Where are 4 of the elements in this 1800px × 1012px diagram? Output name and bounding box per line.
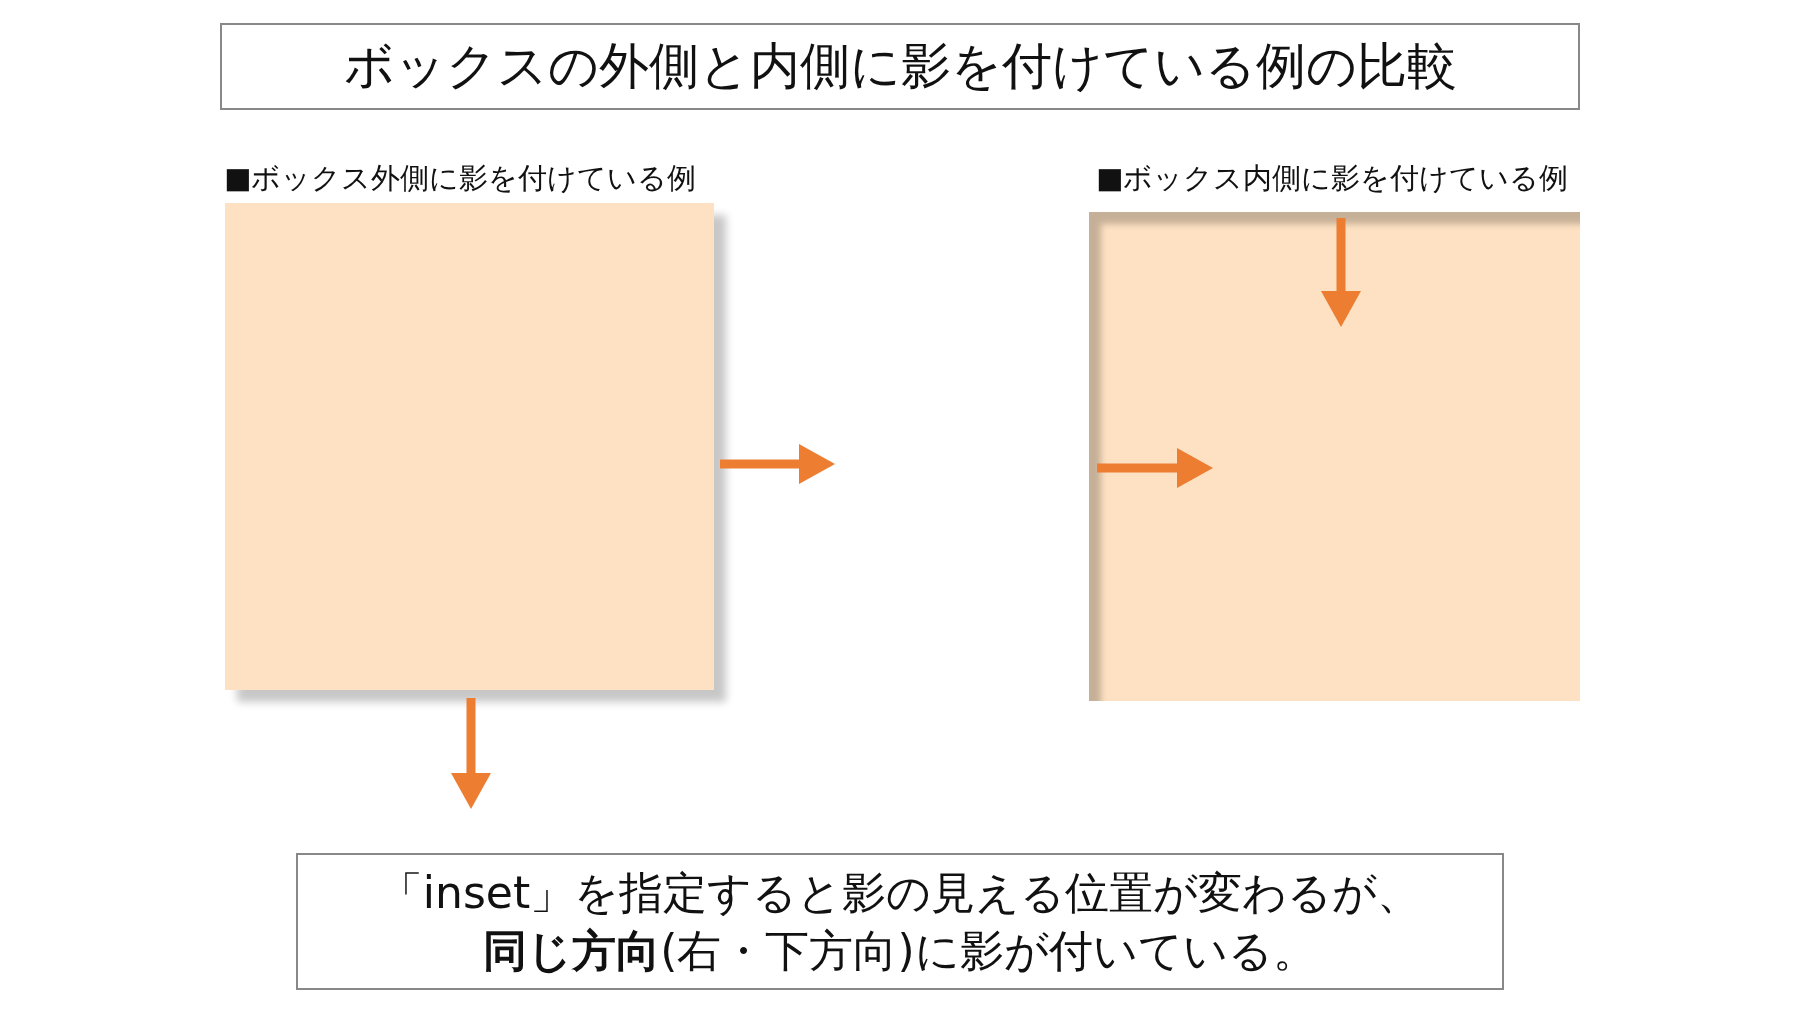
box-heading: ■ボックス内側に影を付けている例 [1096,160,1569,196]
title: ボックスの外側と内側に影を付けている例の比較 [220,23,1580,110]
box-heading: ■ボックス外側に影を付けている例 [224,160,697,196]
note-box: 「inset」を指定すると影の見える位置が変わるが、同じ方向(右・下方向)に影が付いている。 [296,853,1504,990]
